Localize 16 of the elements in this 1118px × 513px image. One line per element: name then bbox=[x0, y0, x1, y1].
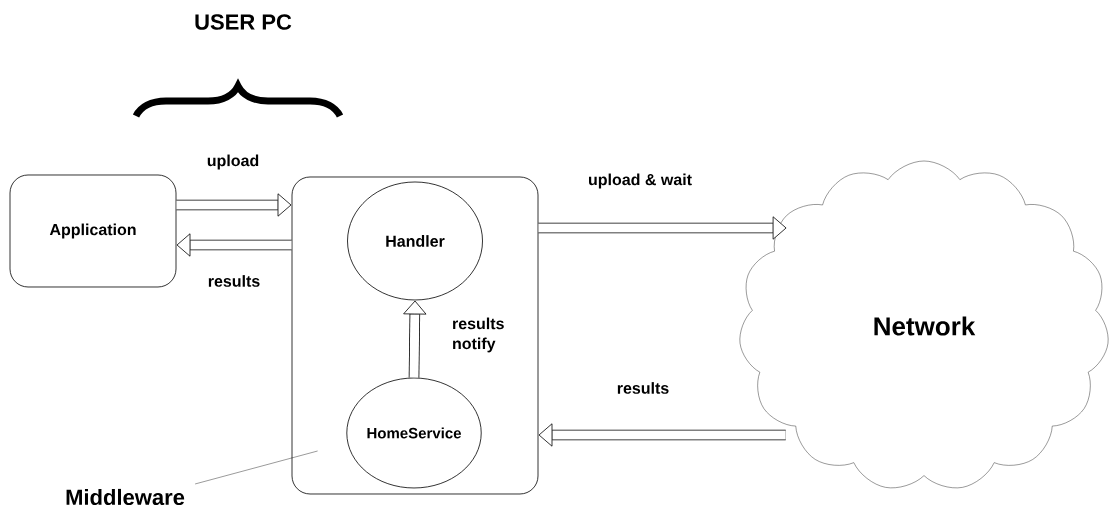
process-box: Application bbox=[9, 174, 177, 288]
edge-label: results notify bbox=[451, 316, 513, 354]
leader-text: Middleware bbox=[66, 488, 185, 506]
leader-line bbox=[194, 450, 318, 485]
edge-label: results bbox=[615, 381, 671, 395]
middleware-box bbox=[291, 176, 539, 495]
block-arrow bbox=[538, 216, 787, 240]
edge-label: results bbox=[206, 274, 262, 288]
edge-label: upload bbox=[205, 153, 261, 171]
block-arrow bbox=[176, 233, 292, 257]
block-arrow bbox=[403, 300, 427, 378]
block-arrow bbox=[176, 193, 292, 217]
network-cloud: Network bbox=[739, 160, 1109, 489]
heading: USER PC bbox=[195, 14, 292, 30]
block-arrow bbox=[538, 423, 786, 447]
edge-label: upload & wait bbox=[587, 172, 693, 190]
